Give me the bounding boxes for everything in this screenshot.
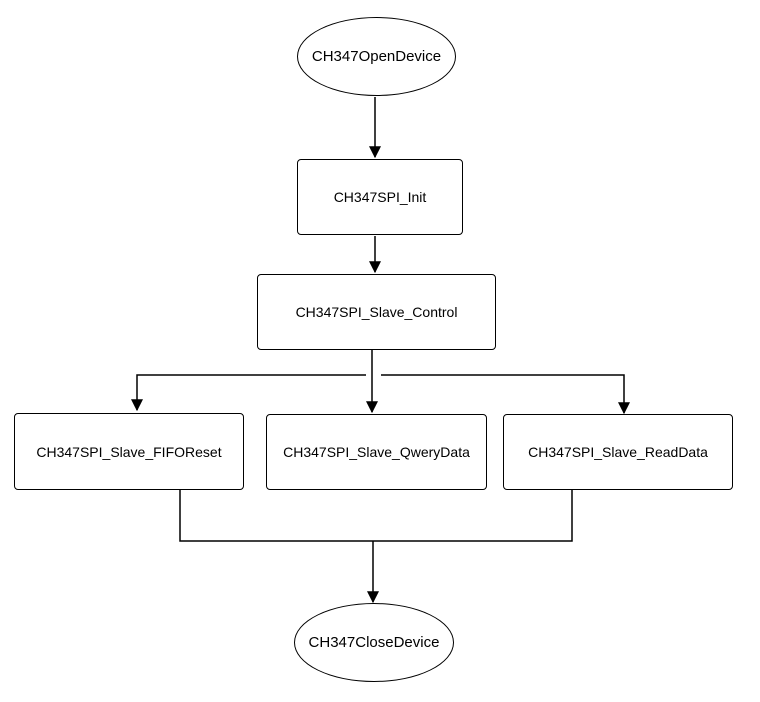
node-slave-control: CH347SPI_Slave_Control [257,274,496,350]
node-fifo-reset: CH347SPI_Slave_FIFOReset [14,413,244,490]
node-qwery-data: CH347SPI_Slave_QweryData [266,414,487,490]
node-read-data: CH347SPI_Slave_ReadData [503,414,733,490]
node-spi-init: CH347SPI_Init [297,159,463,235]
edge-branches-merge [179,490,573,542]
edge-control-to-fifo [131,374,366,412]
edge-control-to-read [381,374,630,415]
node-open-device: CH347OpenDevice [297,17,456,96]
node-close-device: CH347CloseDevice [294,603,454,682]
